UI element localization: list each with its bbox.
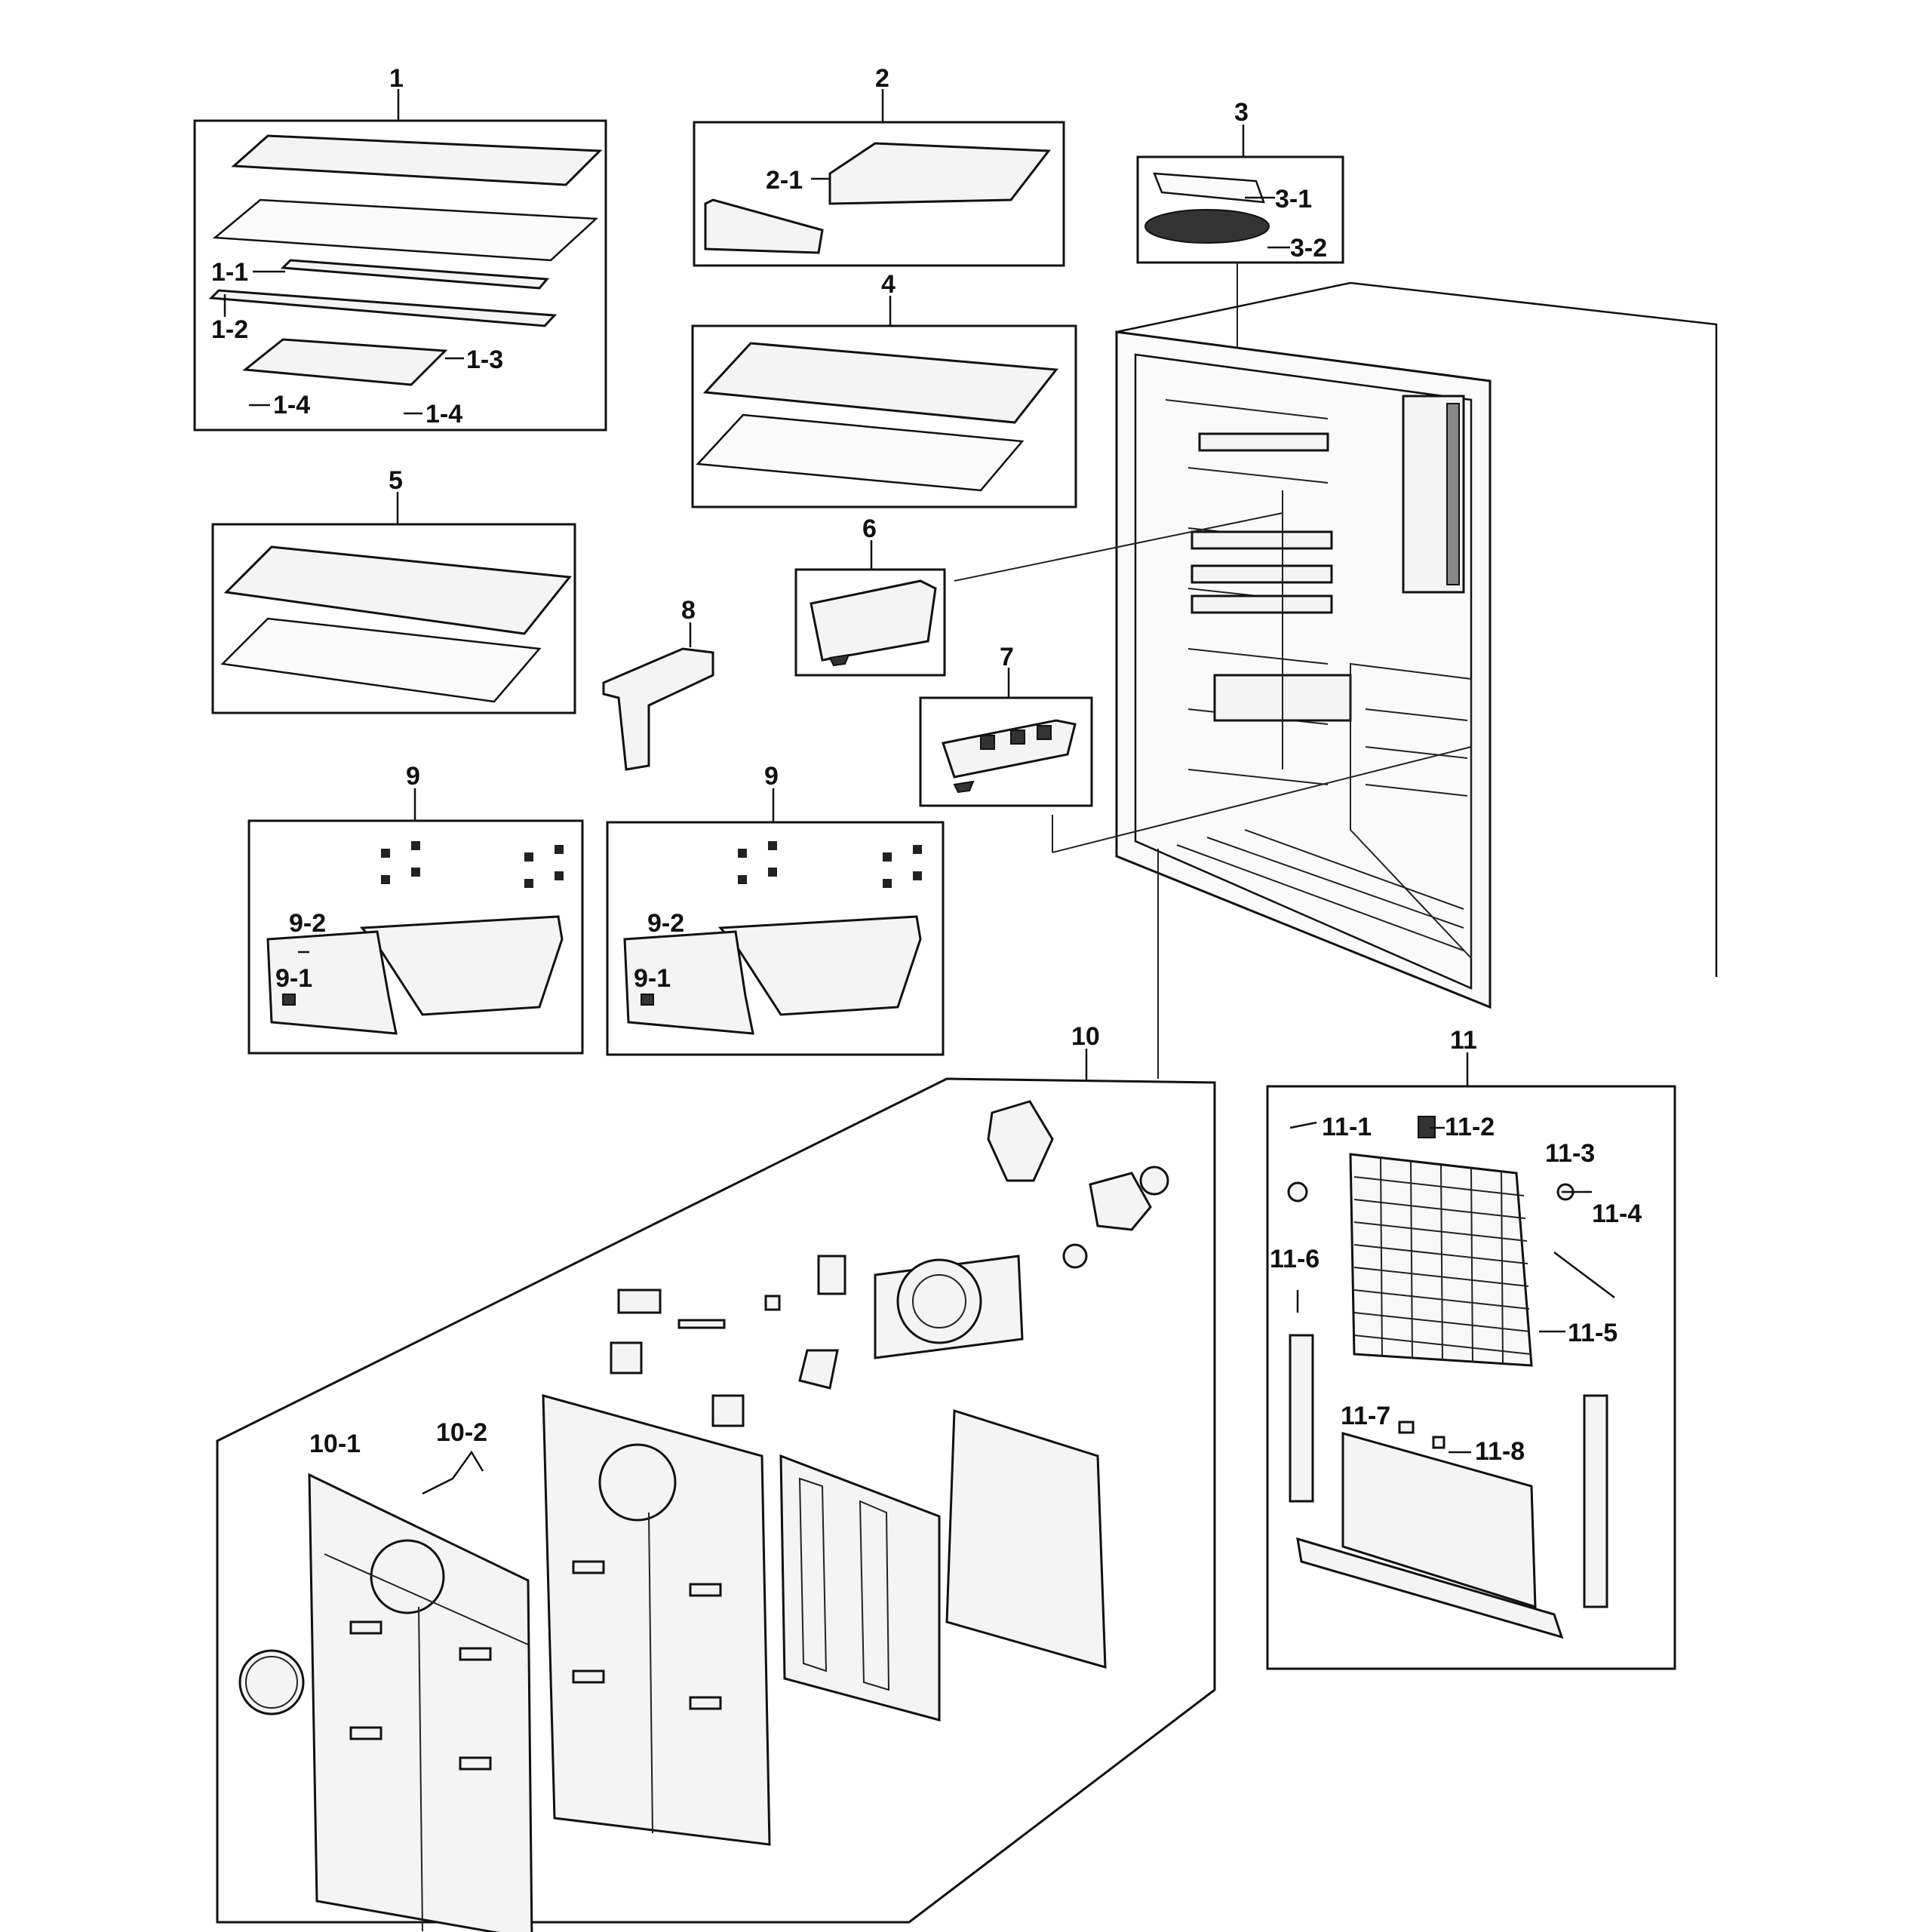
label-11-8: 11-8	[1475, 1437, 1525, 1466]
group-4-shelf: 4	[691, 270, 1077, 508]
label-2: 2	[875, 64, 889, 93]
label-11: 11	[1450, 1026, 1477, 1055]
label-2-1: 2-1	[766, 166, 803, 195]
label-5: 5	[389, 466, 403, 495]
label-9-1-left: 9-1	[275, 964, 312, 993]
label-6: 6	[862, 514, 877, 543]
group-6-bracket: 6	[794, 514, 946, 677]
label-9-right: 9	[764, 762, 779, 791]
label-8: 8	[681, 596, 696, 625]
label-1-1: 1-1	[211, 258, 248, 287]
label-11-5: 11-5	[1568, 1319, 1618, 1347]
label-10-1: 10-1	[309, 1430, 361, 1458]
label-9-left: 9	[406, 762, 420, 791]
label-11-6: 11-6	[1270, 1245, 1320, 1273]
label-1: 1	[389, 64, 404, 93]
label-3: 3	[1234, 98, 1249, 127]
label-11-3: 11-3	[1545, 1139, 1595, 1168]
label-7: 7	[1000, 643, 1014, 671]
label-1-4a: 1-4	[273, 391, 310, 419]
label-11-2: 11-2	[1445, 1113, 1495, 1141]
label-9-1-right: 9-1	[634, 964, 671, 993]
label-10-2: 10-2	[436, 1418, 487, 1447]
label-11-4: 11-4	[1592, 1199, 1642, 1228]
label-9-2-right: 9-2	[647, 909, 684, 938]
group-9-right-crisper: 9 9-2 9-1	[606, 762, 945, 1056]
group-1-shelf-assembly: 1 1-1 1-2 1-3 1-4 1-4	[193, 64, 607, 432]
label-11-7: 11-7	[1341, 1402, 1390, 1430]
group-9-left-crisper: 9 9-2 9-1	[247, 762, 584, 1055]
label-9-2-left: 9-2	[289, 909, 326, 938]
group-10-evaporator-cover: 10 10-1 10-2	[216, 1022, 1216, 1932]
label-11-1: 11-1	[1322, 1113, 1372, 1141]
label-10: 10	[1071, 1022, 1100, 1051]
group-11-evaporator: 11 11-1 11-2 11-3 11-4 11-5 11-6 11-7 11…	[1266, 1026, 1676, 1670]
group-5-shelf: 5	[211, 466, 576, 714]
label-1-2: 1-2	[211, 315, 248, 344]
label-4: 4	[881, 270, 896, 299]
group-8-hinge: 8	[602, 596, 714, 771]
label-1-4b: 1-4	[426, 400, 462, 428]
label-1-3: 1-3	[466, 346, 503, 374]
label-3-2: 3-2	[1290, 234, 1327, 263]
refrigerator-cabinet	[954, 281, 1718, 1079]
group-2-drawer: 2 2-1	[693, 64, 1065, 267]
label-3-1: 3-1	[1275, 185, 1312, 213]
group-7-control-panel: 7	[919, 643, 1093, 807]
group-3-lamp-cover: 3 3-1 3-2	[1136, 98, 1344, 422]
